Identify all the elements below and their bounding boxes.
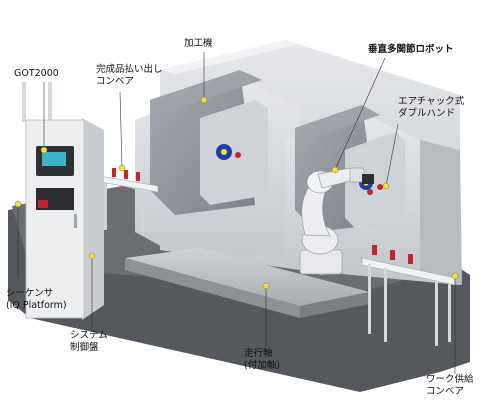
infeed-part-2 xyxy=(390,250,395,260)
leader-lines xyxy=(17,52,456,374)
label-infeed-line2: コンベア xyxy=(426,386,465,397)
label-travel-axis: 走行軸 (付加軸) xyxy=(244,348,280,372)
dot-sequencer xyxy=(14,200,22,208)
signal-tower-1 xyxy=(22,82,26,122)
label-robot-text: 垂直多関節ロボット xyxy=(368,44,454,55)
dot-outfeed xyxy=(118,164,126,172)
leader-robot xyxy=(334,57,386,171)
label-got: GOT2000 xyxy=(14,68,59,80)
robot-wrist xyxy=(349,167,365,183)
travel-axis xyxy=(125,248,370,306)
machine-1-spindle-center xyxy=(221,149,227,155)
infeed-leg-1 xyxy=(368,264,371,334)
label-infeed: ワーク供給 コンベア xyxy=(426,374,474,398)
gripper xyxy=(362,174,374,184)
label-machining-center-text: 加工機 xyxy=(184,38,213,49)
label-infeed-line1: ワーク供給 xyxy=(426,374,474,385)
label-panel-line1: システム xyxy=(70,330,108,341)
label-axis-line1: 走行軸 xyxy=(244,348,273,359)
cabinet-handle xyxy=(74,214,77,228)
machine-2-roof xyxy=(295,105,380,138)
infeed-leg-4 xyxy=(448,284,451,342)
infeed-part-3 xyxy=(408,254,413,264)
dot-infeed xyxy=(451,272,459,280)
label-gripper-line1: エアチャック式 xyxy=(398,96,465,107)
machine-2-door xyxy=(345,132,405,228)
machine-1-roof xyxy=(150,70,262,110)
dot-machine xyxy=(200,96,208,104)
dot-axis xyxy=(262,282,270,290)
callout-dots xyxy=(14,96,459,290)
outfeed-part-3 xyxy=(136,172,140,181)
outfeed-part-2 xyxy=(124,170,128,179)
machine-1-workpiece xyxy=(235,152,241,158)
outfeed-leg-1 xyxy=(104,182,107,230)
label-sequencer: シーケンサ (iQ Platform) xyxy=(6,288,67,312)
rear-wall-top xyxy=(160,40,300,74)
label-axis-line2: (付加軸) xyxy=(244,360,280,371)
outfeed-part-1 xyxy=(112,168,116,177)
label-robot: 垂直多関節ロボット xyxy=(368,44,454,56)
label-gripper: エアチャック式 ダブルハンド xyxy=(398,96,464,120)
label-got-text: GOT2000 xyxy=(14,68,59,79)
label-outfeed: 完成品払い出し コンベア xyxy=(96,64,163,88)
infeed-leg-2 xyxy=(384,268,387,342)
machine-1-door xyxy=(200,100,268,205)
signal-tower-2 xyxy=(48,82,52,122)
dot-robot xyxy=(331,166,339,174)
dot-panel xyxy=(88,252,96,260)
outfeed-leg-2 xyxy=(141,188,144,234)
label-outfeed-line2: コンベア xyxy=(96,76,135,87)
robot-arm xyxy=(299,167,374,275)
label-outfeed-line1: 完成品払い出し xyxy=(96,64,163,75)
leader-outfeed xyxy=(119,91,123,169)
travel-axis-front xyxy=(300,292,370,318)
gripper-part xyxy=(367,189,373,195)
dot-gripper xyxy=(382,182,390,190)
cabinet-side xyxy=(82,118,104,320)
label-gripper-line2: ダブルハンド xyxy=(398,108,456,119)
machine-2-workpiece xyxy=(377,184,383,190)
outfeed-conveyor xyxy=(99,168,159,234)
label-machining-center: 加工機 xyxy=(184,38,213,50)
leader-gripper xyxy=(385,123,399,187)
label-sequencer-line1: シーケンサ xyxy=(6,288,54,299)
infeed-leg-3 xyxy=(435,280,438,346)
hmi-display xyxy=(42,152,66,166)
dot-got xyxy=(40,146,48,154)
control-cabinet xyxy=(22,82,104,320)
label-sequencer-line2: (iQ Platform) xyxy=(6,300,67,311)
label-panel: システム 制御盤 xyxy=(70,330,108,354)
label-panel-line2: 制御盤 xyxy=(70,342,99,353)
infeed-part-1 xyxy=(372,245,377,255)
side-wall xyxy=(420,140,462,285)
travel-axis-side xyxy=(125,258,300,318)
sequencer-module xyxy=(38,200,48,208)
